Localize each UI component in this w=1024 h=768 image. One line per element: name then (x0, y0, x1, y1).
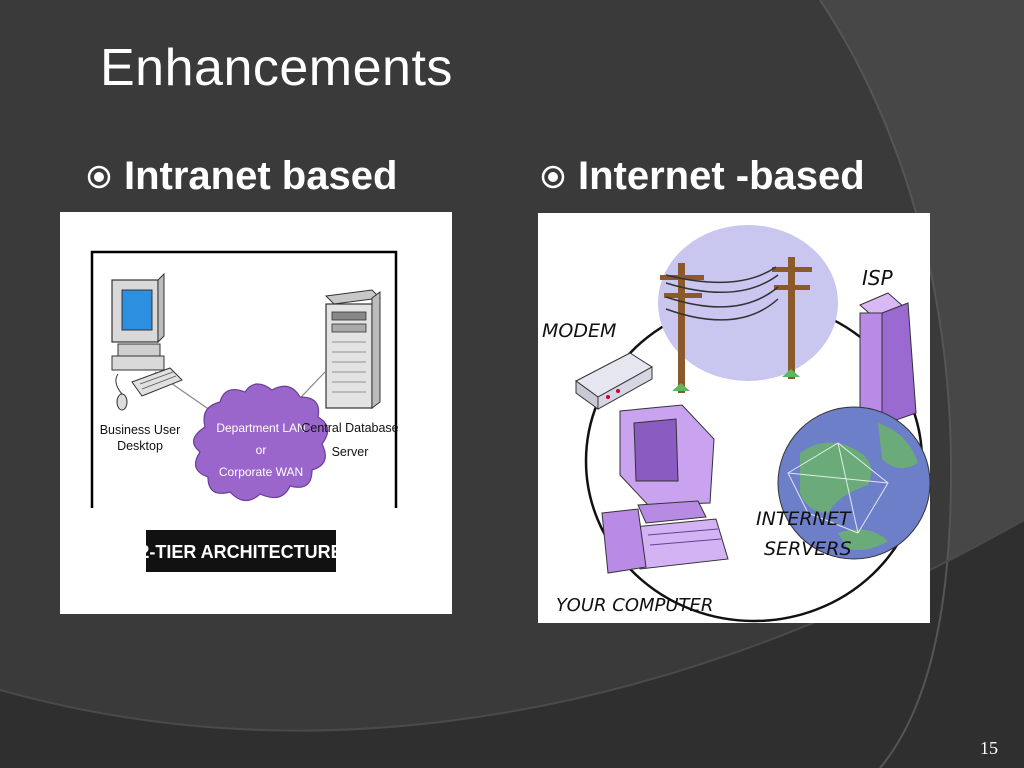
database-server-icon (324, 289, 382, 409)
server-label-line2: Server (332, 445, 369, 459)
desktop-label-line1: Business User (100, 423, 181, 437)
architecture-caption: 2-TIER ARCHITECTURE (139, 542, 342, 562)
page-number: 15 (980, 738, 998, 758)
isp-label: ISP (862, 266, 894, 290)
telephone-poles-icon (660, 257, 812, 393)
internet-servers-label-line2: SERVERS (764, 538, 852, 560)
bullet-intranet: Intranet based (86, 154, 397, 199)
internet-diagram: MODEM ISP INTERNET SERVERS YOUR (538, 213, 930, 623)
bullet-internet-text: Internet -based (578, 154, 865, 198)
circle-dot-bullet-icon (541, 165, 565, 188)
bullet-intranet-text: Intranet based (124, 154, 398, 198)
modem-icon (575, 352, 653, 410)
desktop-computer-icon (111, 272, 183, 411)
server-label-line1: Central Database (301, 421, 398, 435)
intranet-diagram-drawing: Business User Desktop Department LAN or … (90, 250, 399, 572)
circle-dot-bullet-icon (87, 165, 111, 188)
lan-label-line3: Corporate WAN (219, 465, 303, 479)
intranet-diagram: Business User Desktop Department LAN or … (60, 212, 452, 614)
caption-box (146, 530, 336, 572)
isp-server-icon (859, 292, 917, 426)
lan-label-line2: or (256, 443, 267, 457)
slide-title: Enhancements (100, 39, 453, 97)
globe-icon (777, 406, 930, 560)
your-computer-label: YOUR COMPUTER (556, 595, 713, 616)
personal-computer-icon (601, 404, 729, 574)
internet-servers-label-line1: INTERNET (756, 508, 852, 530)
bullet-internet: Internet -based (540, 154, 865, 199)
lan-label-line1: Department LAN (216, 421, 305, 435)
lan-cloud-icon (193, 383, 329, 502)
internet-diagram-drawing: MODEM ISP INTERNET SERVERS YOUR (542, 225, 930, 623)
desktop-label-line2: Desktop (117, 439, 163, 453)
modem-label: MODEM (542, 320, 616, 342)
